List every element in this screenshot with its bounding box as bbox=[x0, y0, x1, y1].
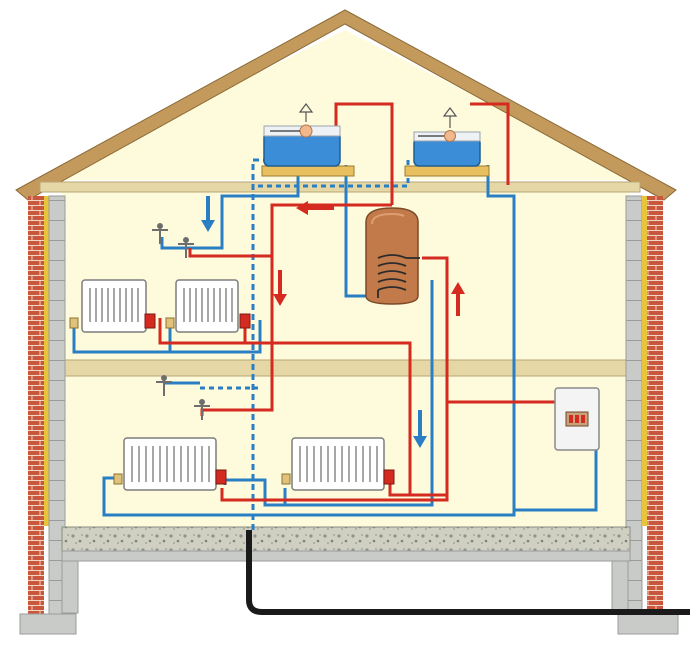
upper-radiator-return bbox=[72, 320, 262, 354]
radiator-valve bbox=[165, 317, 175, 329]
left-insulation bbox=[44, 196, 49, 526]
right-wall bbox=[625, 195, 663, 617]
cold-water-storage-tank bbox=[263, 131, 341, 167]
radiator-valve bbox=[281, 473, 291, 485]
boiler-return bbox=[514, 450, 598, 512]
foundation bbox=[19, 526, 679, 635]
header-tank-icon bbox=[261, 103, 355, 177]
heating-return-main bbox=[102, 165, 516, 517]
boiler-icon bbox=[554, 387, 600, 451]
left-pier bbox=[61, 560, 79, 614]
tank-support-right bbox=[404, 165, 490, 177]
primary-flow-to-cylinder bbox=[422, 256, 555, 404]
radiator-icon bbox=[165, 279, 251, 333]
thermostatic-valve bbox=[239, 313, 251, 329]
thermostatic-valve bbox=[144, 313, 156, 329]
radiator-lower-left bbox=[123, 437, 217, 491]
tank-support-left bbox=[261, 165, 355, 177]
hot-water-cylinder-icon bbox=[365, 207, 420, 305]
flow-arrow-icon bbox=[201, 196, 215, 232]
left-wall bbox=[28, 195, 66, 617]
radiator-icon bbox=[113, 437, 227, 491]
lower-mid-radiator-flow bbox=[388, 480, 410, 497]
radiator-upper-right bbox=[175, 279, 239, 333]
float-valve bbox=[444, 130, 456, 142]
flow-arrow-icon bbox=[273, 270, 287, 306]
ground-floor-slab bbox=[61, 526, 631, 552]
radiator-icon bbox=[281, 437, 395, 491]
right-brick-leaf bbox=[647, 196, 663, 616]
radiator-valve bbox=[113, 473, 123, 485]
cylinder-vent-pipe bbox=[334, 102, 394, 205]
right-footing bbox=[617, 613, 679, 635]
left-footing bbox=[19, 613, 77, 635]
thermostatic-valve bbox=[215, 469, 227, 485]
thermostatic-valve bbox=[383, 469, 395, 485]
first-floor-slab bbox=[61, 359, 631, 377]
rising-main-to-tank2 bbox=[258, 160, 410, 188]
heating-coil bbox=[377, 254, 420, 298]
header-tank-icon bbox=[404, 107, 490, 177]
left-brick-leaf bbox=[28, 196, 44, 616]
float-valve bbox=[299, 124, 313, 138]
cylinder-body bbox=[365, 207, 419, 305]
heating-expansion-pipe bbox=[470, 102, 510, 185]
cold-feed-upper-tap bbox=[160, 165, 300, 250]
flow-arrow-icon bbox=[413, 410, 427, 448]
mains-supply-pipe bbox=[246, 530, 690, 615]
flow-arrow-icon bbox=[451, 282, 465, 316]
tap-icon bbox=[152, 223, 168, 244]
radiator-icon bbox=[69, 279, 156, 333]
feed-expansion-tank bbox=[413, 137, 481, 167]
lower-left-radiator-flow bbox=[220, 488, 449, 502]
right-pier bbox=[611, 560, 629, 614]
taps bbox=[152, 223, 210, 420]
slab-base bbox=[61, 550, 631, 562]
radiator-flow-main bbox=[158, 318, 449, 497]
tap-icon bbox=[194, 399, 210, 420]
hot-upper-tap-line bbox=[188, 248, 272, 258]
right-insulation bbox=[642, 196, 647, 526]
radiator-valve bbox=[69, 317, 79, 329]
tap-icon bbox=[156, 375, 172, 396]
radiator-lower-mid bbox=[291, 437, 385, 491]
flow-arrow-icon bbox=[296, 201, 334, 215]
flow-arrows bbox=[201, 196, 465, 448]
tap-icon bbox=[178, 237, 194, 258]
